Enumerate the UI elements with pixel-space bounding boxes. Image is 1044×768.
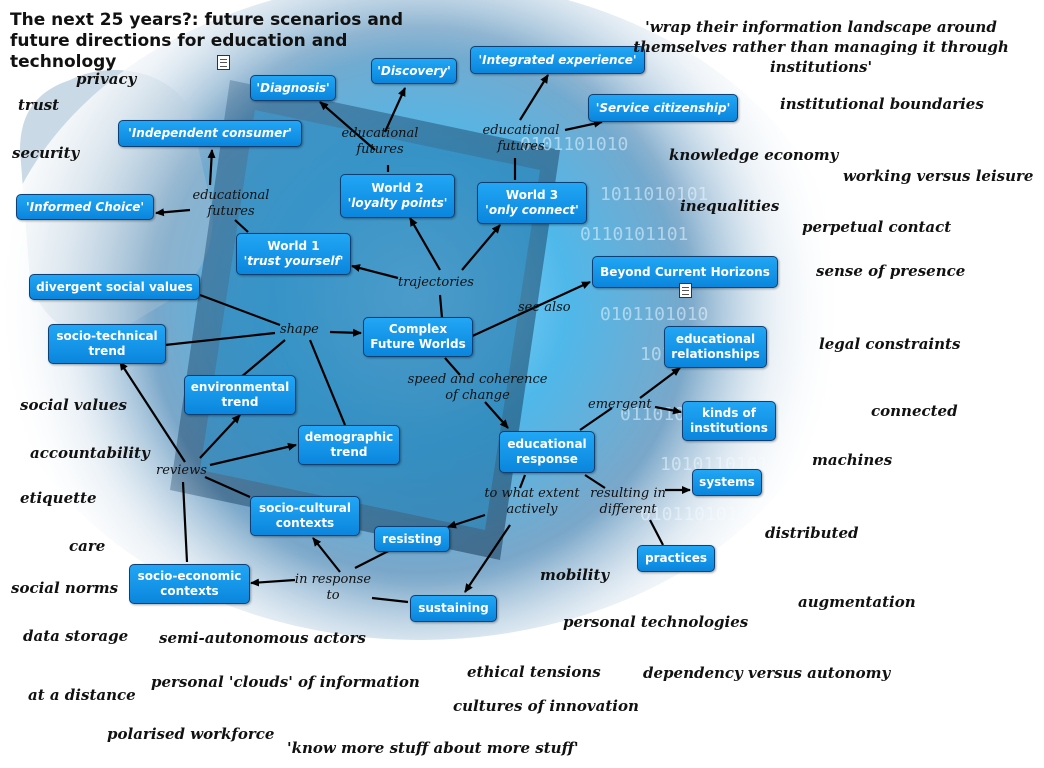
link-label-in-response-to: in response to [294, 572, 372, 603]
keyword: care [69, 537, 106, 555]
document-icon[interactable] [217, 55, 230, 70]
node-demographic-trend[interactable]: demographic trend [298, 425, 400, 465]
keyword: mobility [540, 566, 610, 584]
keyword: augmentation [798, 593, 916, 611]
keyword: personal 'clouds' of information [151, 673, 420, 691]
node-world-2[interactable]: World 2 'loyalty points' [340, 174, 455, 218]
keyword: distributed [765, 524, 859, 542]
link-label-shape: shape [280, 322, 319, 337]
node-environmental-trend[interactable]: environmental trend [184, 375, 296, 415]
node-educational-response[interactable]: educational response [499, 431, 595, 473]
node-integrated-experience[interactable]: 'Integrated experience' [470, 46, 645, 74]
keyword: perpetual contact [802, 218, 952, 236]
link-label-educational-futures-2: educational futures [482, 123, 560, 154]
keyword: privacy [76, 70, 137, 88]
link-label-reviews: reviews [156, 463, 207, 478]
node-discovery[interactable]: 'Discovery' [371, 58, 457, 84]
world-3-title: World 3 [505, 188, 559, 202]
keyword: semi-autonomous actors [159, 629, 366, 647]
world-1-subtitle: 'trust yourself' [243, 254, 344, 268]
link-label-emergent: emergent [588, 397, 652, 412]
keyword: social values [20, 396, 127, 414]
node-educational-relationships[interactable]: educational relationships [664, 326, 767, 368]
node-complex-future-worlds[interactable]: Complex Future Worlds [363, 317, 473, 357]
world-2-title: World 2 [371, 181, 424, 195]
keyword: connected [871, 402, 958, 420]
keyword: ethical tensions [467, 663, 601, 681]
node-world-1[interactable]: World 1 'trust yourself' [236, 233, 351, 275]
node-socio-cultural-contexts[interactable]: socio-cultural contexts [250, 496, 360, 536]
keyword: at a distance [28, 686, 136, 704]
node-kinds-of-institutions[interactable]: kinds of institutions [682, 401, 776, 441]
keyword: dependency versus autonomy [643, 664, 891, 682]
keyword: trust [18, 96, 60, 114]
keyword: accountability [30, 444, 150, 462]
node-world-3[interactable]: World 3 'only connect' [477, 182, 587, 224]
link-label-see-also: see also [518, 300, 571, 315]
keyword: machines [812, 451, 893, 469]
keyword: working versus leisure [843, 167, 1034, 185]
node-sustaining[interactable]: sustaining [410, 595, 497, 622]
node-systems[interactable]: systems [692, 469, 762, 496]
keyword: 'know more stuff about more stuff' [287, 739, 579, 757]
quote-text: 'wrap their information landscape around… [633, 18, 1009, 76]
keyword: institutional boundaries [780, 95, 984, 113]
keyword: security [12, 144, 80, 162]
node-socio-economic-contexts[interactable]: socio-economic contexts [129, 564, 250, 604]
keyword: cultures of innovation [453, 697, 639, 715]
node-resisting[interactable]: resisting [374, 526, 450, 552]
world-1-title: World 1 [267, 239, 320, 253]
link-label-resulting-in: resulting in different [590, 486, 666, 517]
document-icon[interactable] [679, 283, 692, 298]
keyword: personal technologies [563, 613, 749, 631]
node-independent-consumer[interactable]: 'Independent consumer' [118, 120, 302, 147]
keyword: etiquette [20, 489, 97, 507]
link-label-educational-futures-3: educational futures [192, 188, 270, 219]
keyword: polarised workforce [107, 725, 275, 743]
node-divergent-social-values[interactable]: divergent social values [29, 274, 200, 300]
node-diagnosis[interactable]: 'Diagnosis' [250, 75, 336, 101]
keyword: knowledge economy [669, 146, 839, 164]
world-2-subtitle: 'loyalty points' [347, 196, 448, 210]
page-title: The next 25 years?: future scenarios and… [10, 10, 404, 72]
keyword: inequalities [680, 197, 780, 215]
link-label-educational-futures-1: educational futures [341, 126, 419, 157]
keyword: data storage [23, 627, 129, 645]
link-label-trajectories: trajectories [398, 275, 474, 290]
link-label-speed-and-coherence: speed and coherence of change [407, 372, 548, 403]
node-informed-choice[interactable]: 'Informed Choice' [16, 194, 154, 220]
keyword: sense of presence [816, 262, 966, 280]
link-label-to-what-extent: to what extent actively [484, 486, 580, 517]
keyword: social norms [11, 579, 119, 597]
node-service-citizenship[interactable]: 'Service citizenship' [588, 94, 738, 122]
keyword: legal constraints [819, 335, 961, 353]
node-socio-technical-trend[interactable]: socio-technical trend [48, 324, 166, 364]
world-3-subtitle: 'only connect' [485, 203, 579, 217]
node-practices[interactable]: practices [637, 545, 715, 572]
